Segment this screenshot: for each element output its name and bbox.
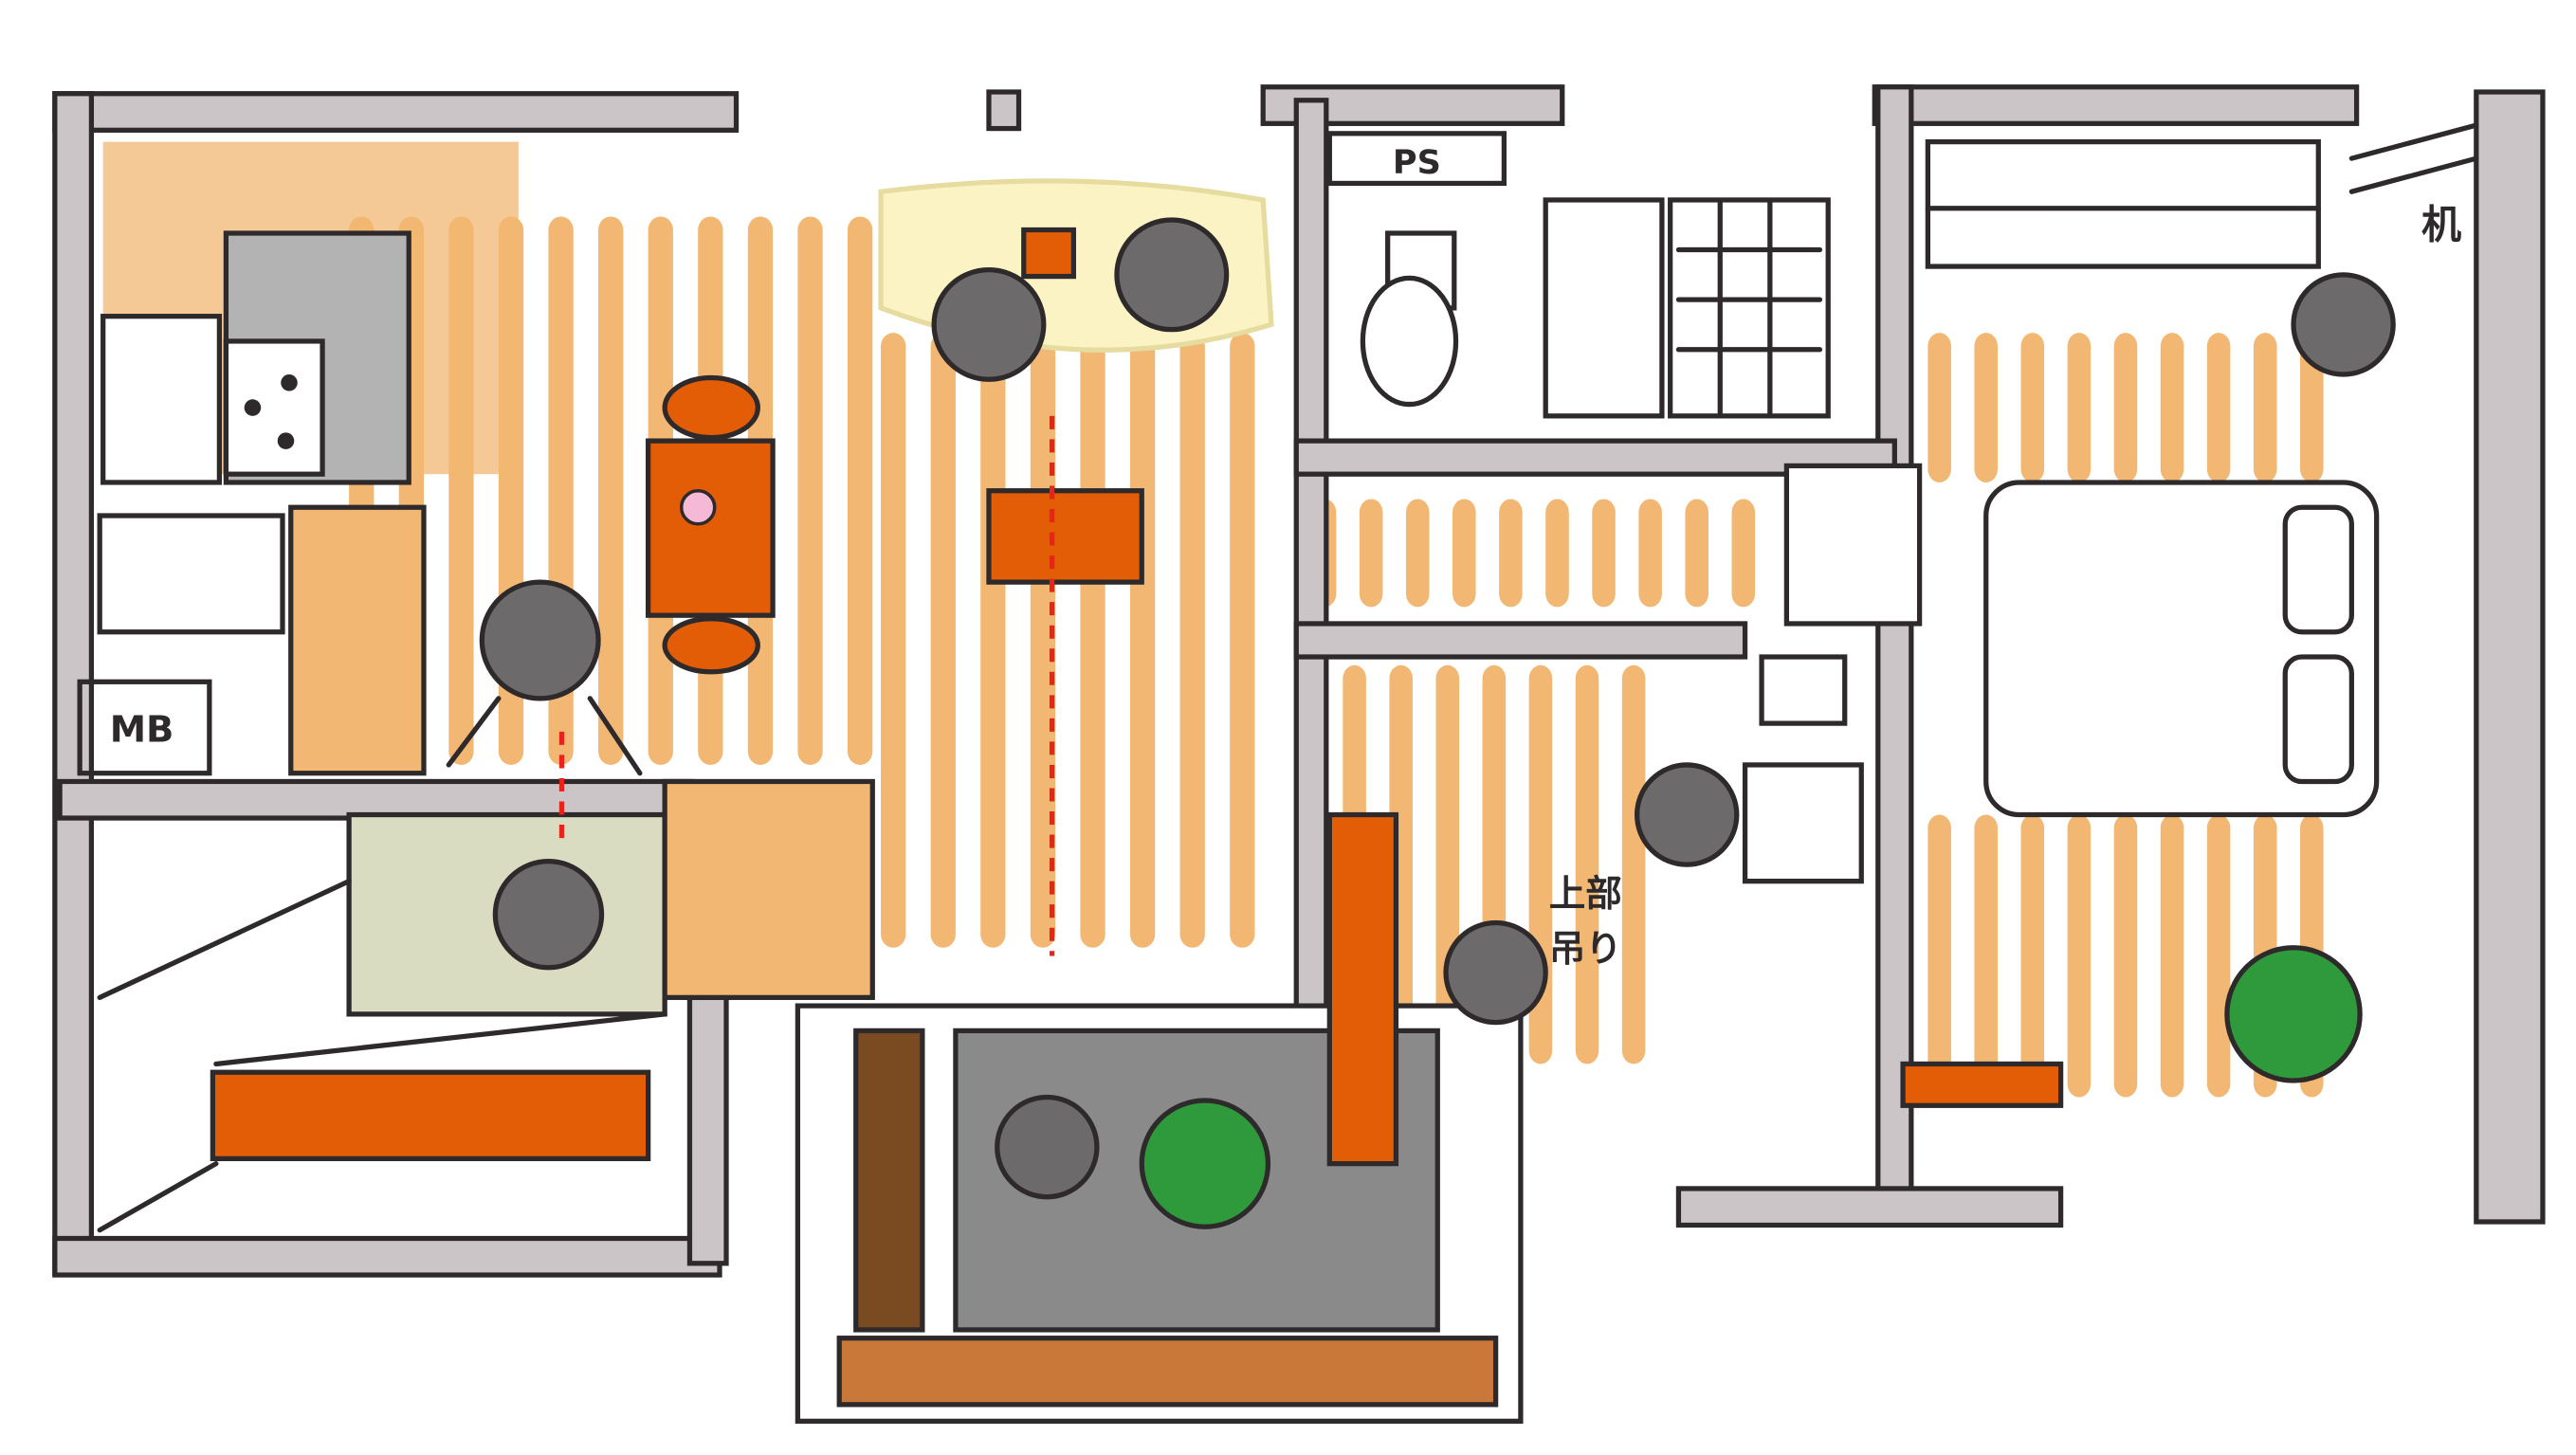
floor-stripe bbox=[1621, 664, 1646, 1064]
floor-stripe bbox=[1685, 499, 1708, 608]
floor-stripe bbox=[1452, 499, 1476, 608]
floor-stripe bbox=[2067, 814, 2092, 1098]
floor-stripe bbox=[1030, 333, 1056, 948]
floor-stripe bbox=[980, 333, 1006, 948]
floor-stripe bbox=[1927, 333, 1951, 482]
floor-stripe bbox=[847, 216, 873, 765]
balcony bbox=[795, 1003, 1524, 1424]
floor-stripe bbox=[2160, 814, 2184, 1098]
floor-stripe bbox=[930, 333, 956, 948]
floor-stripe bbox=[2206, 333, 2231, 482]
floor-stripe bbox=[2160, 333, 2184, 482]
bedroom: 机 bbox=[1900, 122, 2479, 1108]
floor-stripe bbox=[598, 216, 624, 765]
ps-label: PS bbox=[1393, 143, 1441, 182]
upper-cabinet-label-2: 吊り bbox=[1549, 928, 1622, 971]
living-rug bbox=[558, 178, 1274, 956]
desk-label: 机 bbox=[2421, 201, 2461, 247]
floor-stripe bbox=[2206, 814, 2231, 1098]
floor-stripe bbox=[1080, 333, 1105, 948]
floor-stripe bbox=[2113, 333, 2138, 482]
toilet-area: PS bbox=[1326, 131, 1923, 627]
floor-stripe bbox=[1974, 333, 1998, 482]
floor-stripe bbox=[1731, 499, 1756, 608]
floor-stripe bbox=[797, 216, 823, 765]
floor-stripe bbox=[2253, 333, 2277, 482]
floor-stripe bbox=[881, 333, 906, 948]
bathroom bbox=[97, 778, 875, 1233]
floor-stripe bbox=[1592, 499, 1616, 608]
floor-stripe bbox=[1545, 499, 1569, 608]
kitchen: MB bbox=[77, 141, 519, 776]
plant-icon bbox=[1139, 1098, 1271, 1229]
walls bbox=[52, 84, 2546, 1278]
plant-icon bbox=[2224, 945, 2363, 1083]
floor-stripe bbox=[1230, 333, 1255, 948]
floor-stripe bbox=[1179, 333, 1205, 948]
floor-stripe bbox=[2020, 333, 2045, 482]
low-table bbox=[986, 488, 1144, 585]
floor-stripe bbox=[1638, 499, 1662, 608]
floor-stripe bbox=[2113, 814, 2138, 1098]
bathtub-mat bbox=[210, 1069, 651, 1162]
wood-floor-stripes bbox=[349, 216, 2324, 1098]
floor-stripe bbox=[2067, 333, 2092, 482]
adult-head bbox=[479, 579, 601, 701]
dining-table bbox=[446, 374, 776, 776]
mb-label: MB bbox=[110, 708, 174, 751]
floor-stripe bbox=[2300, 333, 2324, 482]
floor-stripe bbox=[1129, 333, 1156, 948]
upper-cabinet-label-1: 上部 bbox=[1549, 873, 1622, 916]
stove-burner bbox=[244, 399, 262, 416]
floor-stripe bbox=[1359, 499, 1383, 608]
floor-stripe bbox=[2020, 814, 2045, 1098]
floor-stripe bbox=[1974, 814, 1998, 1098]
floor-stripe bbox=[1405, 499, 1430, 608]
floor-stripe bbox=[1499, 499, 1523, 608]
floor-stripe bbox=[1575, 664, 1599, 1064]
hallway: 上部 吊り bbox=[1326, 654, 1864, 1167]
bed bbox=[1983, 480, 2380, 818]
child-head bbox=[492, 858, 605, 971]
floor-stripe bbox=[1927, 814, 1951, 1098]
